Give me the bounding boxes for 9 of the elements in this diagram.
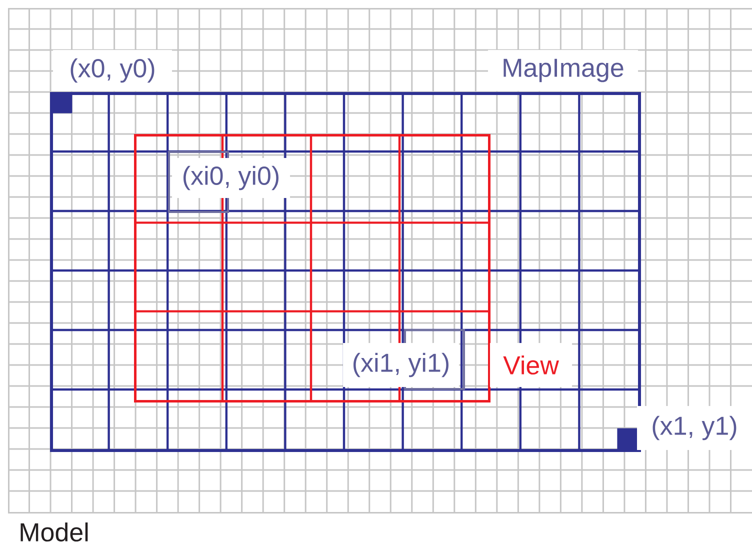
coordinate-label: (x0, y0) [53, 50, 172, 91]
corner-square [50, 92, 72, 114]
coordinate-label: (x1, y1) [637, 406, 752, 450]
coordinate-label: (xi0, yi0) [172, 158, 290, 198]
corner-square [617, 428, 638, 450]
model-label: Model [20, 522, 88, 542]
view-label: View [490, 343, 572, 387]
map-image-label: MapImage [488, 50, 638, 91]
coordinate-label: (xi1, yi1) [343, 343, 459, 387]
